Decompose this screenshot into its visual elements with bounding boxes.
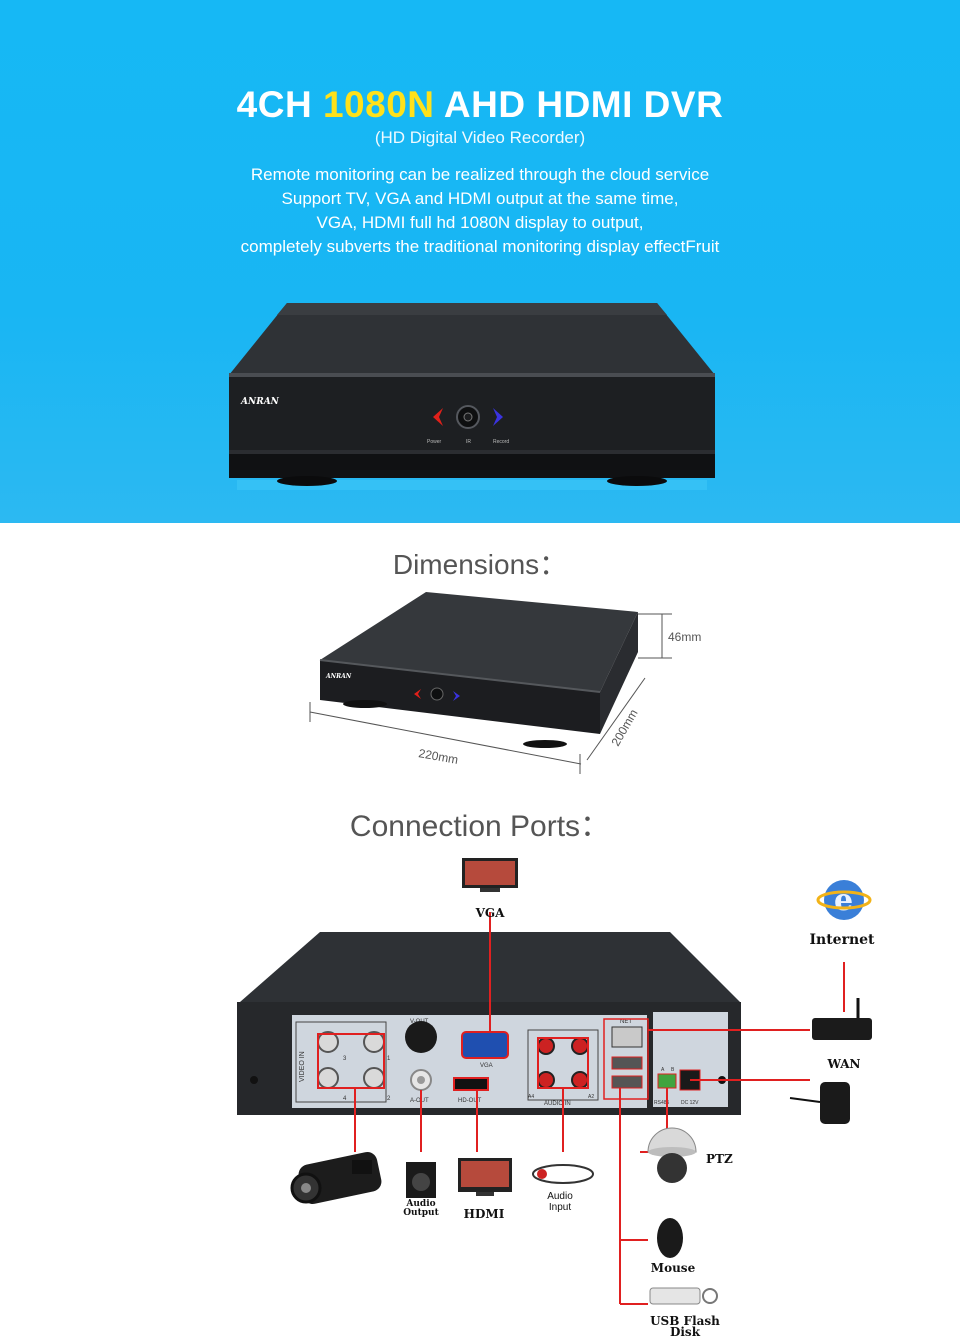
hero-description: Remote monitoring can be realized throug…	[0, 163, 960, 259]
desc-line: completely subverts the traditional moni…	[240, 237, 720, 256]
usb-flash-disk-icon	[649, 1287, 701, 1305]
ch3-label: 3	[343, 1056, 347, 1062]
wan-label: WAN	[827, 1057, 861, 1071]
ch1-label: 1	[387, 1056, 391, 1062]
camera-icon	[290, 1151, 382, 1205]
a-out-label: A-OUT	[410, 1098, 429, 1104]
dimensions-title: Dimensions：	[392, 549, 568, 580]
rs485-label: RS485	[654, 1100, 670, 1106]
ch2-label: 2	[387, 1096, 391, 1102]
dimensions-diagram: ANRAN 46mm 220mm 200mm	[309, 592, 701, 774]
depth-label: 200mm	[608, 707, 640, 749]
dc12v-label: DC 12V	[681, 1100, 699, 1106]
mouse-icon	[657, 1218, 683, 1258]
hd-out-label: HD-OUT	[458, 1098, 482, 1104]
audio-in-label: AUDIO IN	[544, 1101, 571, 1107]
brand-logo: ANRAN	[240, 397, 280, 407]
mouse-label: Mouse	[651, 1261, 696, 1275]
net-label: NET	[620, 1019, 632, 1025]
title-highlight: 1080N	[322, 84, 435, 125]
desc-line: VGA, HDMI full hd 1080N display to outpu…	[316, 213, 644, 232]
vga-label: VGA	[475, 906, 506, 920]
hero-title: 4CH 1080N AHD HDMI DVR	[236, 84, 724, 125]
dvr-front-image: ANRAN Power IR Record	[229, 303, 715, 490]
hero-subtitle: (HD Digital Video Recorder)	[374, 128, 586, 147]
ir-label: IR	[466, 439, 471, 445]
ptz-camera-icon	[647, 1127, 697, 1153]
connection-ports-title: Connection Ports：	[349, 810, 611, 843]
internet-icon: e	[834, 883, 853, 918]
vga-port-label: VGA	[480, 1063, 493, 1069]
width-label: 220mm	[417, 746, 459, 767]
ptz-label: PTZ	[706, 1152, 733, 1166]
desc-line: Remote monitoring can be realized throug…	[250, 165, 710, 184]
hdmi-label: HDMI	[464, 1207, 505, 1221]
router-icon	[812, 1018, 872, 1040]
ch4-label: 4	[343, 1096, 347, 1102]
video-in-label: VIDEO IN	[299, 1051, 306, 1082]
brand-logo-small: ANRAN	[325, 673, 352, 680]
b-terminal-label: B	[671, 1067, 675, 1073]
microphone-icon	[532, 1164, 594, 1184]
power-label: Power	[427, 439, 442, 445]
desc-line: Support TV, VGA and HDMI output at the s…	[281, 189, 679, 208]
power-adapter-icon	[820, 1082, 850, 1124]
a2-label: A2	[588, 1094, 594, 1100]
hero-banner: 4CH 1080N AHD HDMI DVR (HD Digital Video…	[0, 0, 960, 523]
a-terminal-label: A	[661, 1067, 665, 1073]
internet-label: Internet	[809, 932, 875, 948]
connection-diagram: VIDEO IN 3 1 4 2 V-OUT A-OUT VGA HD-OUT …	[237, 858, 875, 1339]
height-label: 46mm	[668, 630, 701, 644]
record-label: Record	[493, 439, 509, 445]
a4-label: A4	[528, 1094, 534, 1100]
